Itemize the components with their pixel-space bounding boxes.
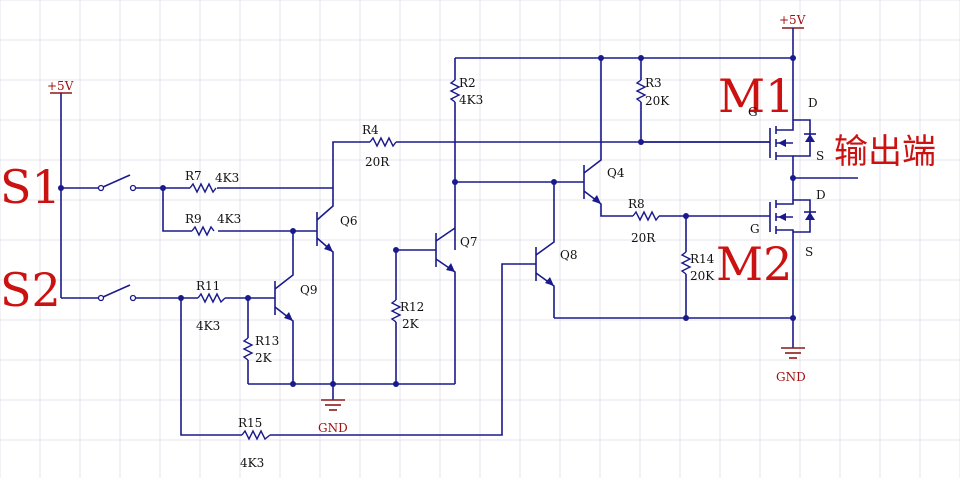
m2-gate-label: G — [750, 222, 760, 236]
transistor-q9 — [274, 231, 294, 384]
transistor-q4 — [455, 58, 633, 217]
resistor-r13 — [242, 298, 254, 384]
r3-name: R3 — [645, 76, 662, 90]
resistor-r3 — [635, 58, 647, 142]
r7-value: 4K3 — [215, 171, 239, 185]
r9-name: R9 — [185, 212, 202, 226]
r12-value: 2K — [402, 317, 420, 331]
gnd-bottom-label: GND — [318, 421, 348, 435]
q8-label: Q8 — [560, 248, 577, 262]
r14-value: 20K — [690, 269, 715, 283]
transistor-q8 — [535, 182, 555, 318]
r8-value: 20R — [631, 231, 656, 245]
mosfet-m2-label: M2 — [716, 237, 792, 291]
input-s1-label: S1 — [0, 160, 61, 214]
junction-dots — [58, 55, 796, 387]
resistor-r7 — [189, 182, 217, 194]
r13-value: 2K — [255, 351, 273, 365]
r3-value: 20K — [645, 94, 670, 108]
r12-name: R12 — [400, 300, 424, 314]
q6-label: Q6 — [340, 214, 357, 228]
resistor-r8 — [632, 210, 660, 222]
vcc-left-label: +5V — [47, 79, 74, 93]
gnd-right-label: GND — [776, 370, 806, 384]
output-label: 输出端 — [834, 132, 936, 172]
q9-label: Q9 — [300, 283, 317, 297]
mosfet-m2 — [659, 178, 816, 348]
r15-name: R15 — [238, 416, 262, 430]
r4-value: 20R — [365, 155, 390, 169]
r13-name: R13 — [255, 334, 279, 348]
q7-label: Q7 — [460, 235, 477, 249]
mosfet-m1-label: M1 — [718, 69, 794, 123]
transistor-q7 — [396, 227, 456, 384]
switch-s2 — [61, 284, 137, 302]
resistor-r9 — [191, 225, 215, 237]
mosfet-m1 — [641, 119, 816, 178]
r11-name: R11 — [196, 279, 220, 293]
resistor-r11 — [197, 292, 226, 304]
ground-symbol-bottom — [321, 384, 345, 411]
m2-drain-label: D — [816, 188, 826, 202]
m1-source-label: S — [816, 149, 824, 163]
r8-name: R8 — [628, 197, 645, 211]
resistor-r12 — [390, 250, 402, 384]
r14-name: R14 — [690, 252, 715, 266]
r7-name: R7 — [185, 169, 202, 183]
vcc-left-symbol — [50, 92, 72, 298]
m2-source-label: S — [805, 245, 813, 259]
vcc-top-label: +5V — [779, 13, 806, 27]
m1-drain-label: D — [808, 96, 818, 110]
r2-name: R2 — [459, 76, 476, 90]
switch-s1 — [61, 174, 137, 192]
ground-symbol-right — [781, 347, 805, 359]
q4-label: Q4 — [607, 166, 625, 180]
input-s2-label: S2 — [0, 263, 61, 317]
resistor-r14 — [680, 216, 692, 318]
resistor-r15 — [241, 429, 271, 441]
r11-value: 4K3 — [196, 319, 220, 333]
r4-name: R4 — [362, 123, 379, 137]
resistor-r2 — [449, 58, 461, 250]
m1-gate-label: G — [748, 105, 758, 119]
r2-value: 4K3 — [459, 93, 483, 107]
transistor-q6 — [293, 188, 334, 384]
r15-value: 4K3 — [240, 456, 264, 470]
vcc-top-symbol — [782, 27, 804, 58]
r9-value: 4K3 — [217, 212, 241, 226]
